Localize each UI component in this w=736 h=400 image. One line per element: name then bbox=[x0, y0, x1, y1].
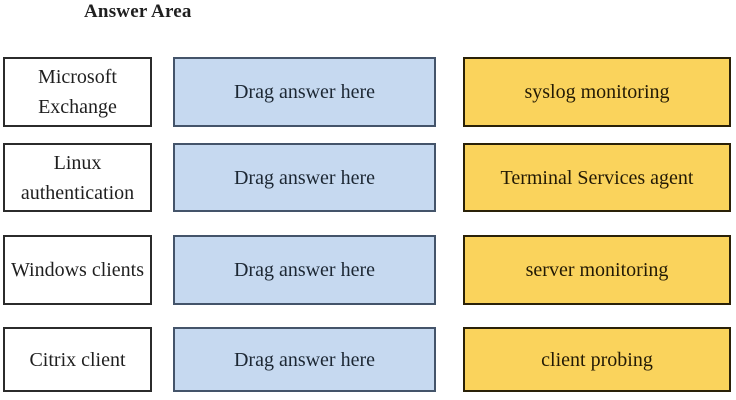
drop-zone[interactable]: Drag answer here bbox=[173, 235, 436, 305]
match-row: Citrix client Drag answer here client pr… bbox=[0, 327, 736, 392]
drop-zone[interactable]: Drag answer here bbox=[173, 327, 436, 392]
match-row: Microsoft Exchange Drag answer here sysl… bbox=[0, 57, 736, 127]
drop-zone[interactable]: Drag answer here bbox=[173, 143, 436, 212]
category-label-box: Windows clients bbox=[3, 235, 152, 305]
category-label-box: Citrix client bbox=[3, 327, 152, 392]
match-row: Windows clients Drag answer here server … bbox=[0, 235, 736, 305]
answer-option[interactable]: server monitoring bbox=[463, 235, 731, 305]
answer-option[interactable]: Terminal Services agent bbox=[463, 143, 731, 212]
category-label-box: Linux authentication bbox=[3, 143, 152, 212]
match-row: Linux authentication Drag answer here Te… bbox=[0, 143, 736, 212]
drop-zone[interactable]: Drag answer here bbox=[173, 57, 436, 127]
category-label-box: Microsoft Exchange bbox=[3, 57, 152, 127]
answer-option[interactable]: client probing bbox=[463, 327, 731, 392]
answer-area-title: Answer Area bbox=[84, 1, 192, 22]
answer-option[interactable]: syslog monitoring bbox=[463, 57, 731, 127]
